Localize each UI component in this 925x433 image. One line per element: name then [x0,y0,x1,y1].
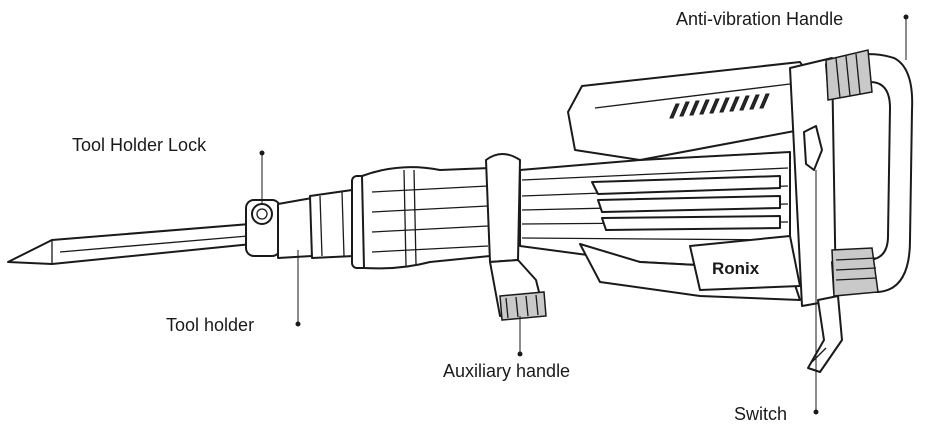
label-switch: Switch [734,404,788,424]
label-tool-holder-lock: Tool Holder Lock [72,135,207,155]
leader-lines [259,14,909,415]
label-anti-vibration-handle: Anti-vibration Handle [676,9,844,29]
front-cylinder [351,166,491,270]
power-cord [807,295,843,373]
lower-housing: Ronix [579,235,801,301]
switch-trigger [803,125,823,171]
label-tool-holder: Tool holder [166,315,255,335]
tool-holder [277,189,355,259]
tool-holder-lock [245,199,281,257]
chisel-bit [7,223,253,265]
vent-slots [669,93,770,119]
label-auxiliary-handle: Auxiliary handle [443,361,571,381]
anti-vibration-handle [825,49,914,297]
auxiliary-handle [485,153,547,321]
motor-housing [567,61,813,161]
brand-logo: Ronix [712,259,760,278]
